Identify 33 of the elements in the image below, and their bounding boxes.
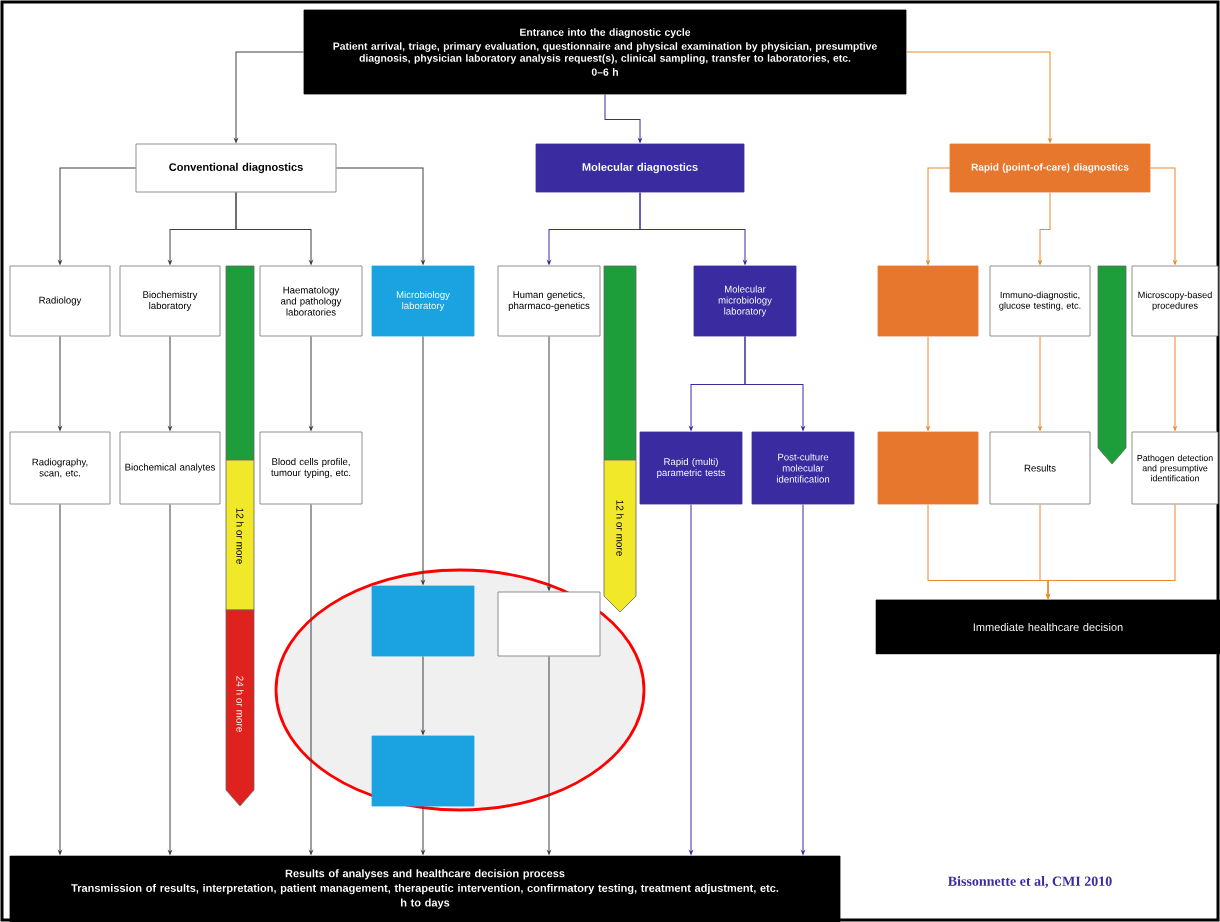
arrow <box>421 655 425 735</box>
arrow <box>926 167 951 265</box>
arrow <box>234 51 305 143</box>
arrow <box>335 167 425 265</box>
arrow <box>1173 335 1177 431</box>
arrow <box>604 93 642 143</box>
arrow <box>58 503 62 855</box>
arrow <box>547 335 551 591</box>
arrow <box>689 503 693 855</box>
process-box <box>877 431 979 505</box>
arrow <box>744 335 805 431</box>
arrow <box>1149 167 1177 265</box>
arrow <box>168 335 172 431</box>
arrow <box>1038 335 1042 431</box>
arrow <box>58 167 137 265</box>
process-box <box>497 591 601 657</box>
arrow <box>801 503 805 855</box>
arrow <box>58 335 62 431</box>
arrow <box>168 503 172 855</box>
arrow <box>1038 191 1051 265</box>
process-box <box>371 735 475 807</box>
arrow <box>639 191 747 265</box>
arrow <box>309 335 313 431</box>
process-box <box>877 265 979 337</box>
arrow <box>421 805 425 855</box>
arrow <box>421 335 425 585</box>
process-box <box>371 585 475 657</box>
arrow <box>309 503 313 855</box>
arrow <box>926 335 930 431</box>
arrow <box>1046 503 1176 599</box>
arrow <box>547 655 551 855</box>
arrow <box>905 51 1052 143</box>
arrow <box>235 191 313 265</box>
